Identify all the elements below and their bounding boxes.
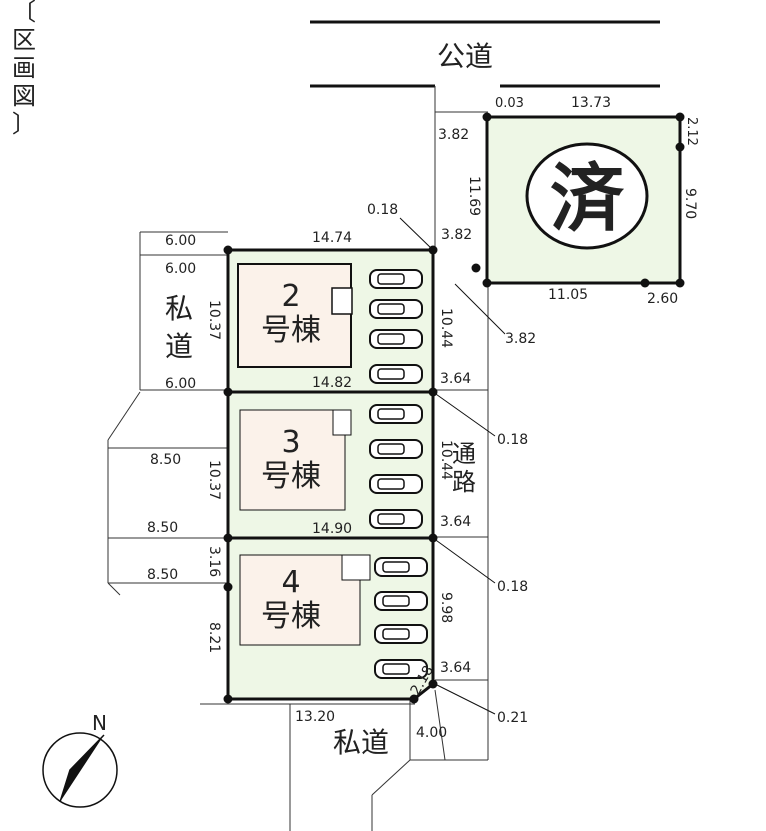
house-4-number: 4 (281, 565, 300, 600)
house-2-entrance (331, 287, 353, 315)
car-icon (369, 509, 423, 529)
car-icon (369, 329, 423, 349)
house-4 (239, 554, 361, 646)
north-label: N (92, 711, 107, 735)
title-char-4: 図 (12, 82, 36, 110)
dim-lot4-left-lower: 8.21 (206, 622, 222, 653)
survey-points (223, 112, 685, 704)
house-3-suffix: 号棟 (261, 459, 321, 494)
car-icon (369, 404, 423, 424)
dim-lot4-left-upper: 3.16 (206, 546, 222, 577)
dim-corner-018-a: 0.18 (367, 202, 398, 218)
dim-lot3-right: 10.44 (438, 440, 454, 480)
title-char-3: 画 (12, 54, 36, 82)
dim-corner-018-b: 0.18 (497, 432, 528, 448)
dim-lot2-left: 10.37 (206, 300, 222, 340)
car-icon (369, 474, 423, 494)
sold-mark-text: 済 (550, 156, 625, 242)
public-road-label: 公道 (437, 40, 493, 73)
survey-point (223, 387, 233, 397)
dim-mid-left: 6.00 (165, 376, 196, 392)
survey-point (482, 278, 492, 288)
dim-right-364-c: 3.64 (440, 660, 471, 676)
survey-point (675, 278, 685, 288)
title-char-2: 区 (12, 26, 36, 54)
survey-point (409, 694, 419, 704)
survey-point (428, 679, 438, 689)
dim-left-850-c: 8.50 (147, 567, 178, 583)
dim-ne-003: 0.03 (495, 96, 524, 111)
title-char-5: 〕 (12, 110, 36, 138)
dim-left-850-b: 8.50 (147, 520, 178, 536)
dim-lot2-bottom: 14.82 (312, 375, 352, 391)
dim-bottom-400: 4.00 (416, 725, 447, 741)
survey-point (223, 582, 233, 592)
survey-point (223, 245, 233, 255)
dim-corner-018-c: 0.18 (497, 579, 528, 595)
house-4-entrance (341, 554, 371, 581)
diagram-title: 〔 区 画 図 〕 (12, 0, 36, 138)
house-3-number: 3 (281, 425, 300, 460)
survey-point (675, 142, 685, 152)
dim-lot3-left: 10.37 (206, 460, 222, 500)
dim-ne-970: 9.70 (682, 188, 698, 219)
dim-ne-1373: 13.73 (571, 95, 611, 111)
house-3 (239, 409, 346, 511)
north-arrow: N (42, 711, 118, 808)
dim-ne-1105: 11.05 (548, 287, 588, 303)
leader-lines (399, 217, 506, 715)
survey-point (640, 278, 650, 288)
private-road-left-char-2: 道 (165, 330, 193, 363)
survey-point (223, 694, 233, 704)
survey-point (482, 112, 492, 122)
car-icon (369, 269, 423, 289)
car-icon (374, 624, 428, 644)
private-road-left-char-1: 私 (165, 292, 193, 325)
dim-ne-212: 2.12 (684, 117, 699, 146)
survey-point (675, 112, 685, 122)
house-2-suffix: 号棟 (261, 313, 321, 348)
dim-lot3-bottom: 14.90 (312, 521, 352, 537)
dim-lot2-right: 10.44 (438, 308, 454, 348)
car-icon (374, 557, 428, 577)
dim-lot4-bottom: 13.20 (295, 709, 335, 725)
car-icon (369, 364, 423, 384)
dim-lot4-right: 9.98 (438, 592, 454, 623)
car-icon (374, 591, 428, 611)
car-icon (369, 299, 423, 319)
private-road-bottom-label: 私道 (333, 726, 389, 759)
boundary-lines (107, 86, 489, 831)
passage-char-2: 路 (452, 468, 476, 496)
survey-point (223, 533, 233, 543)
dim-right-364-b: 3.64 (440, 514, 471, 530)
car-icon (369, 439, 423, 459)
dim-corner-021: 0.21 (497, 710, 528, 726)
dim-top-left-b: 6.00 (165, 261, 196, 277)
dim-ne-382-low: 3.82 (505, 331, 536, 347)
title-char-1: 〔 (12, 0, 36, 26)
house-3-entrance (332, 409, 352, 436)
dim-ne-260: 2.60 (647, 291, 678, 307)
sold-mark: 済 (525, 142, 649, 250)
car-icon (374, 659, 428, 679)
dim-left-850-a: 8.50 (150, 452, 181, 468)
parking-cars (369, 269, 428, 679)
house-2-number: 2 (281, 279, 300, 314)
survey-point (471, 263, 481, 273)
house-4-suffix: 号棟 (261, 599, 321, 634)
survey-point (428, 387, 438, 397)
survey-point (428, 533, 438, 543)
dim-ne-382-mid: 3.82 (441, 227, 472, 243)
dim-ne-1169: 11.69 (466, 176, 482, 216)
dim-right-364-a: 3.64 (440, 371, 471, 387)
dim-ne-382-top: 3.82 (438, 127, 469, 143)
dim-top-left-a: 6.00 (165, 233, 196, 249)
survey-point (428, 245, 438, 255)
dim-lot2-top: 14.74 (312, 230, 352, 246)
house-2 (237, 263, 352, 368)
passage-char-1: 通 (452, 440, 476, 468)
